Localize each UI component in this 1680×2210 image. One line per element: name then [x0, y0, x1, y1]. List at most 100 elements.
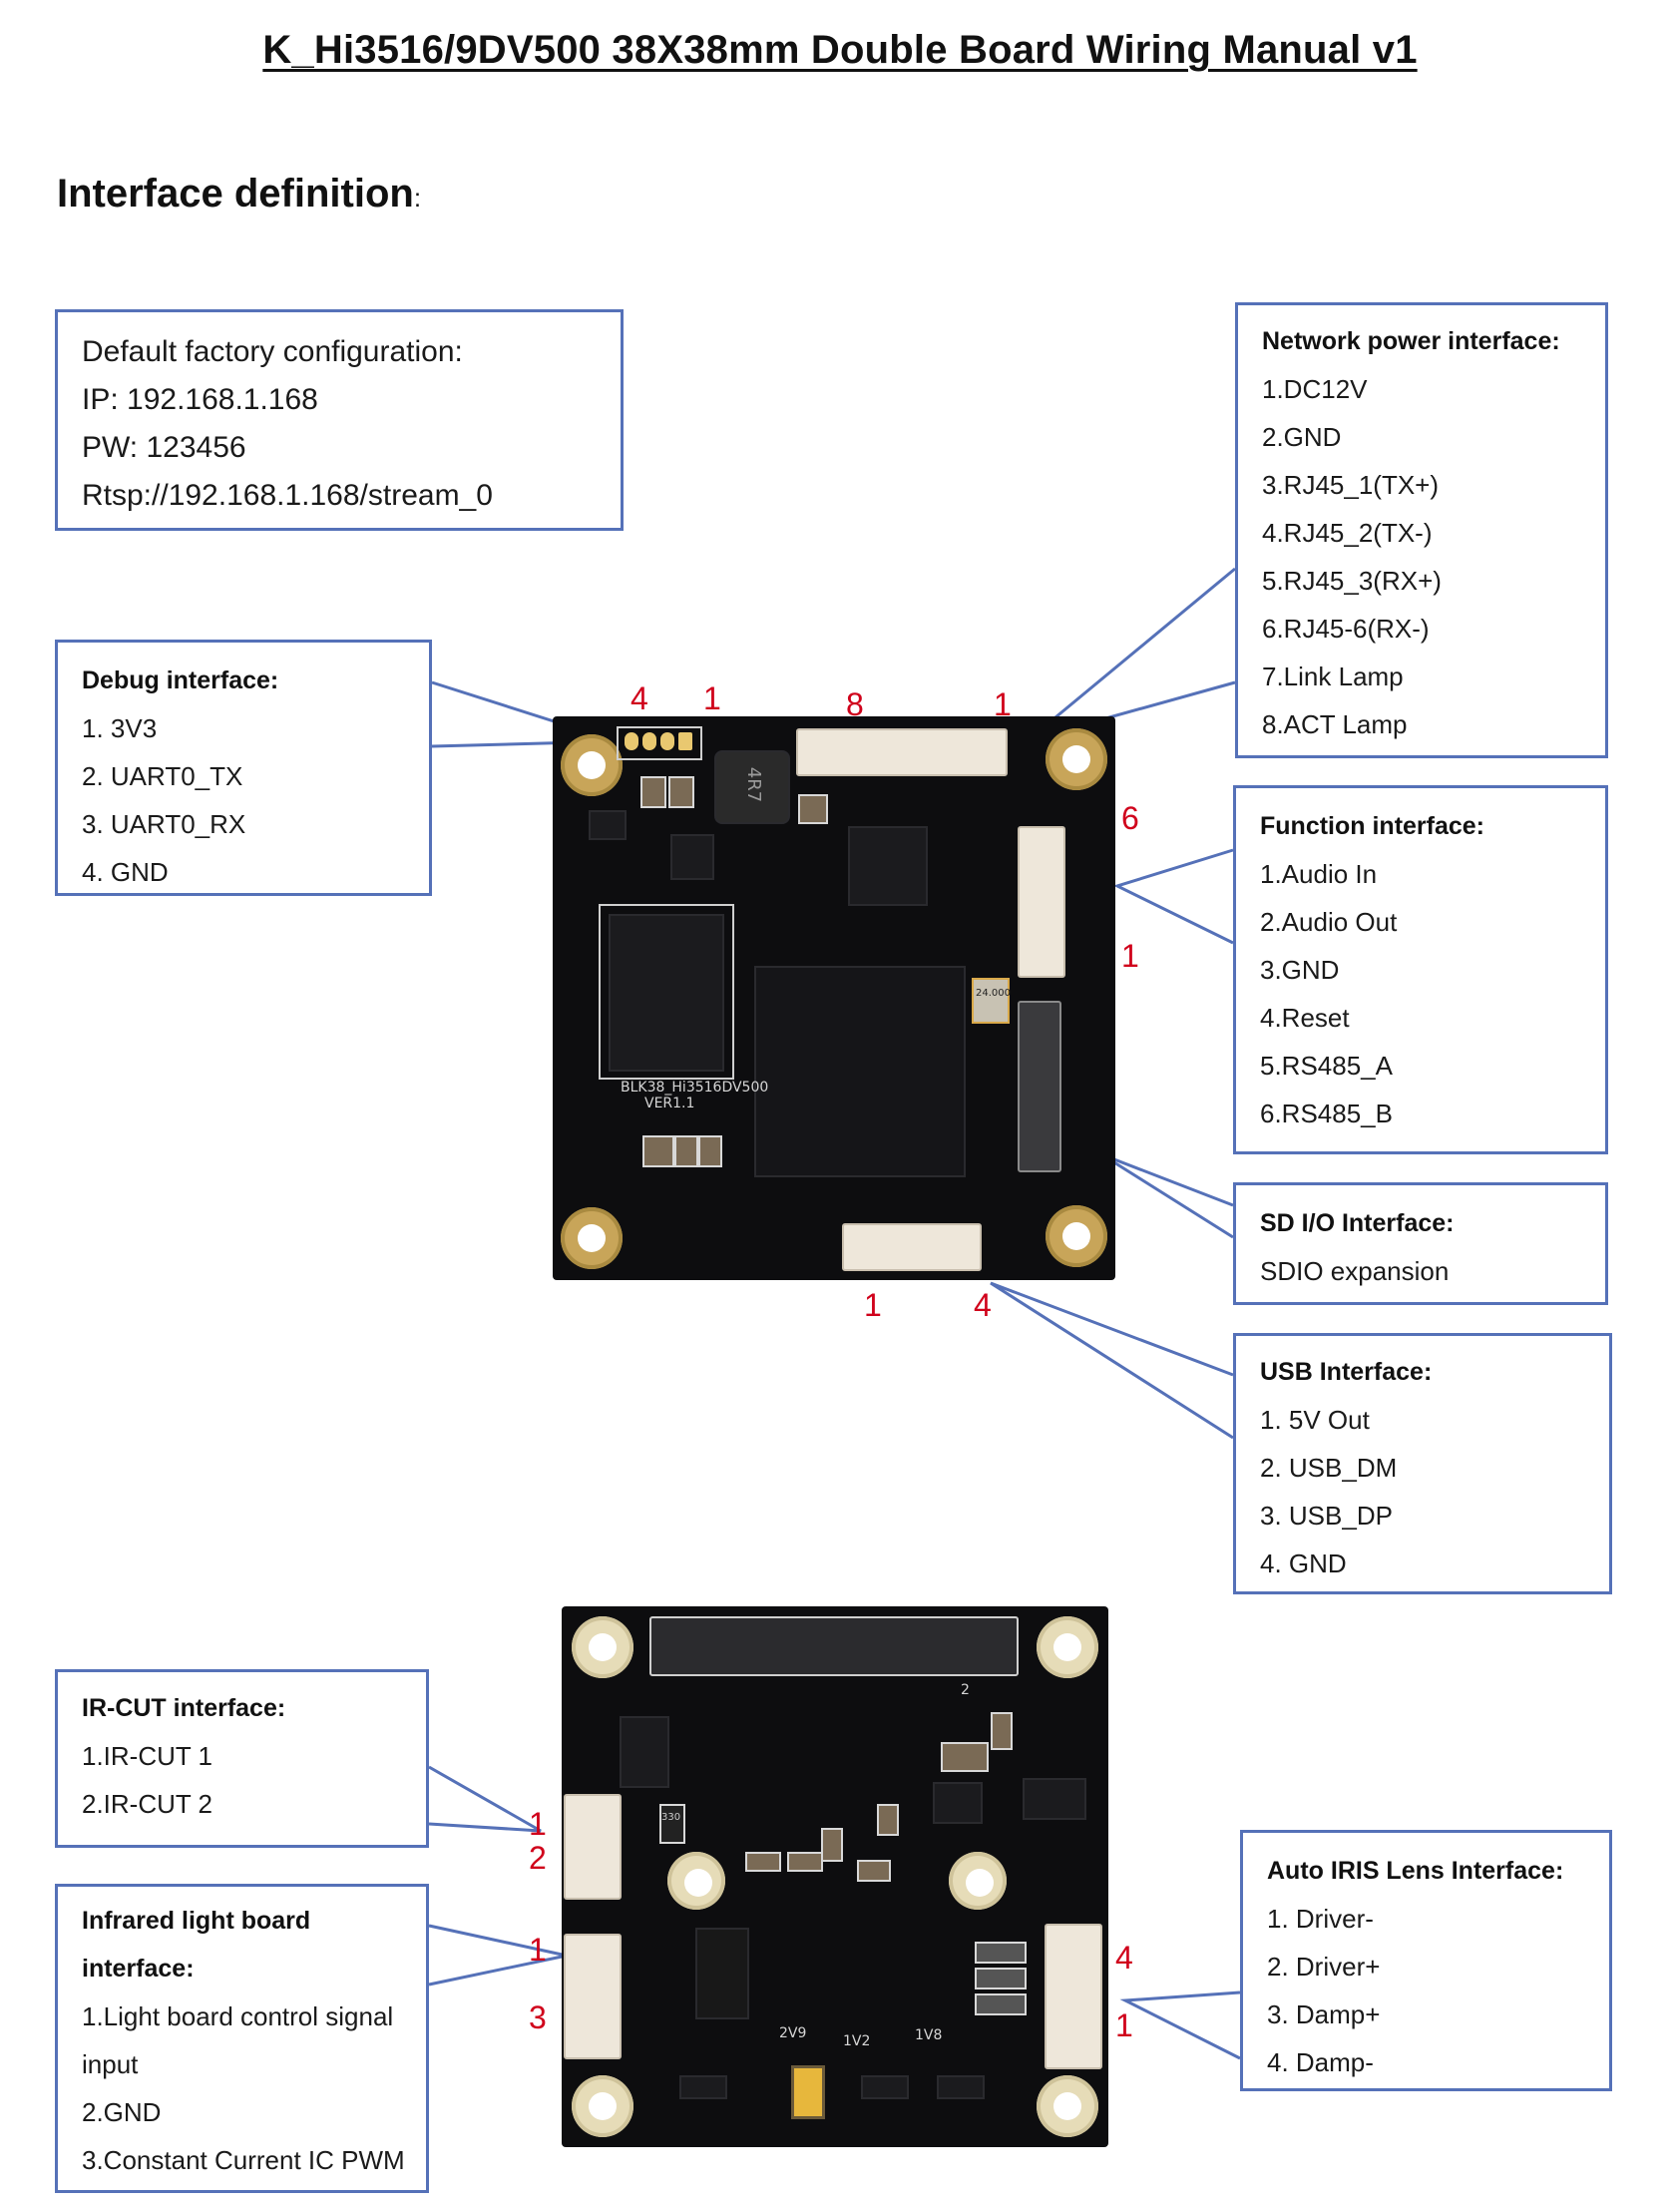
- mounting-hole: [572, 1616, 633, 1678]
- callout-network: [1045, 567, 1236, 724]
- debug-heading: Debug interface:: [82, 666, 279, 694]
- list-item: 5.RJ45_3(RX+): [1262, 566, 1442, 596]
- capacitor: [745, 1852, 781, 1872]
- regulator-chip: [679, 2075, 727, 2099]
- list-item: 2.GND: [82, 2097, 162, 2127]
- list-item: 6.RJ45-6(RX-): [1262, 614, 1430, 644]
- auto-iris-interface-box: Auto IRIS Lens Interface: 1. Driver- 2. …: [1240, 1830, 1612, 2091]
- infrared-heading-line-1: Infrared light board: [82, 1907, 311, 1935]
- debug-interface-box: Debug interface: 1. 3V3 2. UART0_TX 3. U…: [55, 640, 432, 896]
- sensor-board-photo: 2 330 2V9 1V2 1V8: [562, 1606, 1108, 2147]
- list-item: 4. Damp-: [1267, 2047, 1374, 2077]
- crystal-oscillator: [972, 978, 1010, 1024]
- pin-label-function-1: 1: [1121, 938, 1139, 974]
- ddr-memory-chip: [609, 914, 724, 1072]
- capacitor: [642, 1135, 674, 1167]
- power-chip: [1023, 1778, 1086, 1820]
- auto-iris-connector: [1045, 1924, 1102, 2069]
- default-password: PW: 123456: [82, 431, 246, 464]
- ethernet-phy-chip: [848, 826, 928, 906]
- section-heading: Interface definition:: [57, 172, 421, 217]
- list-item: SDIO expansion: [1260, 1256, 1450, 1286]
- section-heading-colon: :: [413, 183, 422, 213]
- main-board-photo: 4R7 24.000 BLK38_Hi3516DV500 VER1.1: [553, 716, 1115, 1280]
- inductor-label: 4R7: [743, 766, 765, 803]
- list-item: 4.RJ45_2(TX-): [1262, 518, 1433, 548]
- callout-function: [1112, 848, 1234, 945]
- sensor-fpc-connector: [649, 1616, 1019, 1676]
- debug-pin: [660, 732, 674, 750]
- list-item: 6.RS485_B: [1260, 1099, 1393, 1128]
- pin-label-ircut-1: 1: [529, 1806, 547, 1842]
- list-item: 4. GND: [82, 857, 169, 887]
- callout-usb: [990, 1281, 1234, 1440]
- capacitor: [821, 1828, 843, 1862]
- list-item: 3.GND: [1260, 955, 1340, 985]
- sdio-fpc-connector: [1018, 1001, 1061, 1172]
- list-item: 2. Driver+: [1267, 1952, 1381, 1982]
- regulator-chip: [589, 810, 627, 840]
- resistor: [975, 1968, 1027, 1989]
- ircut-interface-box: IR-CUT interface: 1.IR-CUT 1 2.IR-CUT 2: [55, 1669, 429, 1848]
- board-id-label: BLK38_Hi3516DV500: [621, 1080, 769, 1096]
- ircut-driver-chip: [620, 1716, 669, 1788]
- crystal-label: 24.000: [976, 988, 1011, 999]
- capacitor: [857, 1860, 891, 1882]
- default-config-box: Default factory configuration: IP: 192.1…: [55, 309, 624, 531]
- list-item: 2. USB_DM: [1260, 1453, 1398, 1483]
- pin-label-iris-1: 1: [1115, 2007, 1133, 2043]
- soc-chip: [754, 966, 966, 1177]
- pin-label-usb-4: 4: [974, 1287, 992, 1323]
- pin-label-function-6: 6: [1121, 800, 1139, 836]
- pin-label-infrared-3: 3: [529, 1999, 547, 2035]
- default-config-heading: Default factory configuration:: [82, 335, 463, 368]
- power-ic-chip: [670, 834, 714, 880]
- resistor: [975, 1942, 1027, 1964]
- mounting-hole: [561, 734, 623, 796]
- list-item: 1.IR-CUT 1: [82, 1741, 212, 1771]
- usb-heading: USB Interface:: [1260, 1358, 1433, 1386]
- section-heading-text: Interface definition: [57, 172, 414, 216]
- infrared-board-interface-box: Infrared light board interface: 1.Light …: [55, 1884, 429, 2193]
- list-item: 4.Reset: [1260, 1003, 1350, 1033]
- default-ip: IP: 192.168.1.168: [82, 383, 318, 416]
- rail-label-2v9: 2V9: [779, 2025, 807, 2041]
- network-power-connector: [796, 728, 1008, 776]
- rail-label-1v8: 1V8: [915, 2027, 943, 2043]
- function-heading: Function interface:: [1260, 812, 1485, 840]
- usb-interface-box: USB Interface: 1. 5V Out 2. USB_DM 3. US…: [1233, 1333, 1612, 1594]
- tantalum-capacitor: [791, 2065, 825, 2119]
- list-item: 3. USB_DP: [1260, 1501, 1393, 1531]
- mounting-hole: [1046, 1205, 1107, 1267]
- list-item: 1. 3V3: [82, 713, 158, 743]
- pin-label-iris-4: 4: [1115, 1940, 1133, 1976]
- list-item: 7.Link Lamp: [1262, 662, 1404, 691]
- network-power-box: Network power interface: 1.DC12V 2.GND 3…: [1235, 302, 1608, 758]
- regulator-chip: [937, 2075, 985, 2099]
- auto-iris-heading: Auto IRIS Lens Interface:: [1267, 1857, 1564, 1885]
- debug-header-outline: [617, 726, 702, 760]
- list-item: 8.ACT Lamp: [1262, 709, 1408, 739]
- resistor-label: 330: [661, 1812, 681, 1823]
- capacitor: [787, 1852, 823, 1872]
- list-item: 5.RS485_A: [1260, 1051, 1393, 1081]
- debug-pin: [625, 732, 638, 750]
- ddr-outline: [599, 904, 734, 1080]
- list-item: 3.Constant Current IC PWM: [82, 2145, 405, 2175]
- capacitor: [640, 776, 666, 808]
- pin-label-network-8: 8: [846, 686, 864, 722]
- function-interface-box: Function interface: 1.Audio In 2.Audio O…: [1233, 785, 1608, 1154]
- led-driver-chip: [695, 1928, 749, 2019]
- pin-label-network-1: 1: [994, 686, 1012, 722]
- capacitor: [698, 1135, 722, 1167]
- list-item: 3.RJ45_1(TX+): [1262, 470, 1440, 500]
- capacitor: [674, 1135, 698, 1167]
- debug-pin: [678, 732, 692, 750]
- resistor: [659, 1804, 685, 1844]
- document-title: K_Hi3516/9DV500 38X38mm Double Board Wir…: [0, 28, 1680, 73]
- ircut-connector: [564, 1794, 622, 1900]
- list-item: 4. GND: [1260, 1548, 1347, 1578]
- capacitor: [877, 1804, 899, 1836]
- usb-connector: [842, 1223, 982, 1271]
- sdio-heading: SD I/O Interface:: [1260, 1209, 1455, 1237]
